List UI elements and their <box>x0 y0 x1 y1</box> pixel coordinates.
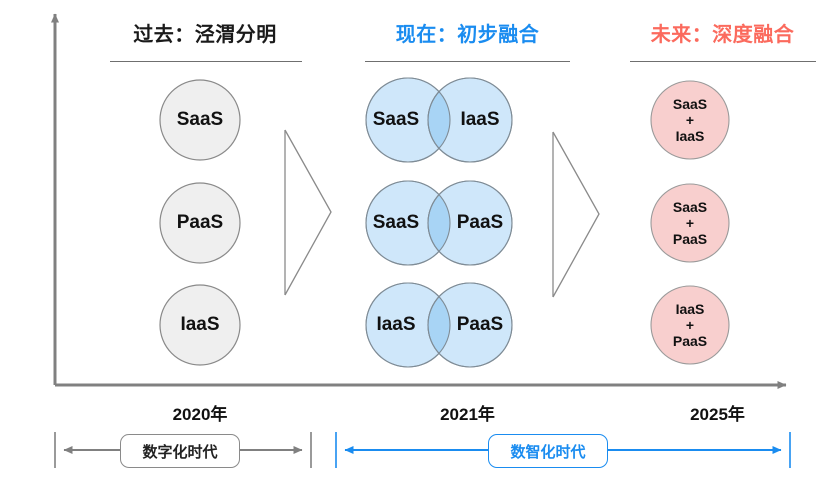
column-header-past: 过去：泾渭分明 <box>133 24 277 46</box>
now-venn-saas-iaas <box>365 77 513 163</box>
era-box-digital: 数字化时代 <box>120 434 240 468</box>
year-label-2025: 2025年 <box>690 405 745 424</box>
chevron-now-to-future <box>552 131 600 298</box>
future-bubble-iaas-paas <box>650 285 730 365</box>
era-box-intelligent: 数智化时代 <box>488 434 608 468</box>
header-rule-now <box>365 61 570 62</box>
now-venn-saas-paas <box>365 180 513 266</box>
past-bubble-saas <box>159 79 241 161</box>
now-venn-iaas-paas <box>365 282 513 368</box>
future-bubble-saas-iaas <box>650 80 730 160</box>
past-bubble-iaas <box>159 284 241 366</box>
year-label-2020: 2020年 <box>172 405 228 424</box>
past-bubble-paas <box>159 182 241 264</box>
year-label-2021: 2021年 <box>440 405 495 424</box>
header-rule-future <box>630 61 816 62</box>
column-header-future: 未来：深度融合 <box>650 24 795 46</box>
header-rule-past <box>110 61 302 62</box>
column-header-now: 现在：初步融合 <box>395 24 540 46</box>
chevron-past-to-now <box>284 129 332 296</box>
future-bubble-saas-paas <box>650 183 730 263</box>
